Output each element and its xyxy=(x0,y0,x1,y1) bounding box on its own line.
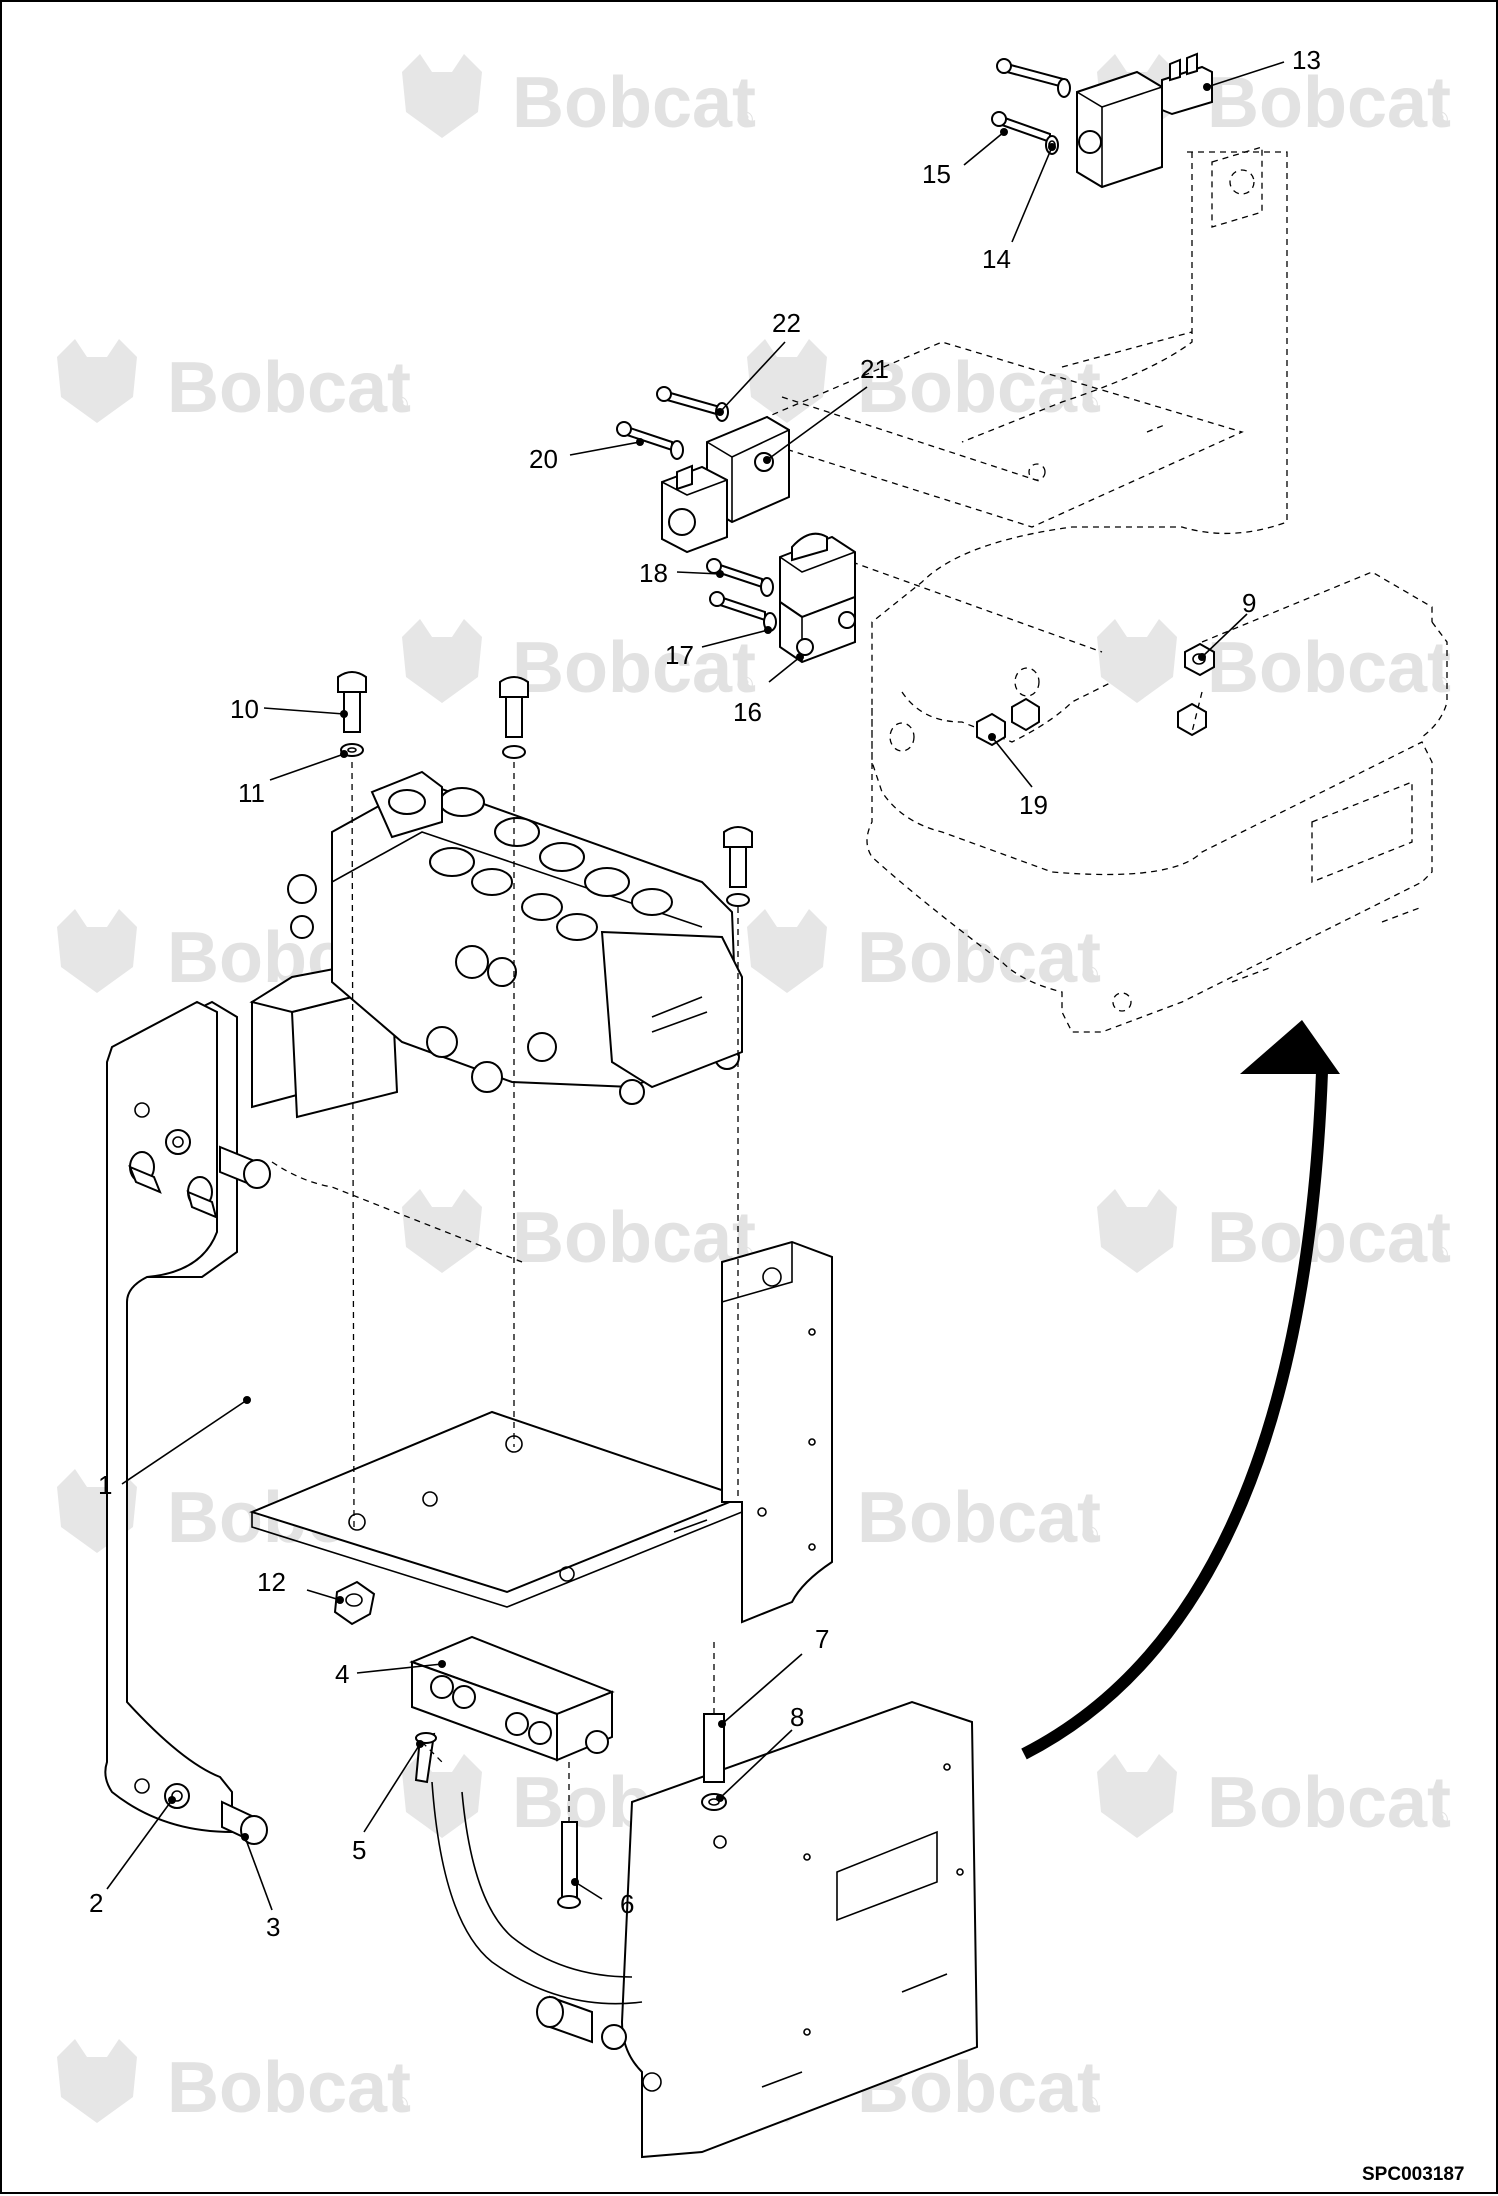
bobcat-watermark: Bobcat® xyxy=(1097,1189,1451,1278)
watermark-registered: ® xyxy=(737,672,753,697)
callout-1: 1 xyxy=(98,1470,112,1500)
watermark-registered: ® xyxy=(1432,107,1448,132)
bobcat-watermark: Bobcat® xyxy=(1097,619,1451,708)
callout-10: 10 xyxy=(230,694,259,724)
callout-8: 8 xyxy=(790,1702,804,1732)
callout-21: 21 xyxy=(860,354,889,384)
watermark-layer: Bobcat®Bobcat®Bobcat®Bobcat®Bobcat®Bobca… xyxy=(57,54,1451,2128)
bobcat-logo-icon xyxy=(402,619,482,703)
callout-labels: 1 2 3 4 5 6 7 8 9 10 11 12 13 14 15 16 1… xyxy=(89,45,1321,1942)
callout-16: 16 xyxy=(733,697,762,727)
bobcat-watermark: Bobcat® xyxy=(747,339,1101,428)
watermark-brand: Bobcat xyxy=(1207,63,1451,143)
watermark-brand: Bobcat xyxy=(512,628,756,708)
valve-mounting-bolts xyxy=(337,671,753,907)
control-valve-assembly xyxy=(249,770,743,1119)
callout-9: 9 xyxy=(1242,588,1256,618)
bobcat-watermark: Bobcat® xyxy=(57,2039,411,2128)
callout-11: 11 xyxy=(238,778,265,808)
bobcat-watermark: Bobcat® xyxy=(1097,1754,1451,1843)
main-frame-bracket xyxy=(104,1000,979,2159)
detail-inset-frame[interactable] xyxy=(730,146,1448,1033)
callout-20: 20 xyxy=(529,444,558,474)
watermark-registered: ® xyxy=(392,2092,408,2117)
callout-19: 19 xyxy=(1019,790,1048,820)
watermark-registered: ® xyxy=(1082,2092,1098,2117)
callout-14: 14 xyxy=(982,244,1011,274)
bobcat-logo-icon xyxy=(57,909,137,993)
leader-lines xyxy=(106,61,1285,1911)
bobcat-logo-icon xyxy=(402,54,482,138)
bobcat-logo-icon xyxy=(402,1754,482,1838)
callout-13: 13 xyxy=(1292,45,1321,75)
watermark-brand: Bobcat xyxy=(857,918,1101,998)
alignment-lines xyxy=(271,761,739,1822)
callout-4: 4 xyxy=(335,1659,349,1689)
bobcat-watermark: Bobcat® xyxy=(747,909,1101,998)
watermark-registered: ® xyxy=(392,392,408,417)
watermark-registered: ® xyxy=(737,107,753,132)
solenoid-valve-13 xyxy=(991,52,1213,189)
callout-5: 5 xyxy=(352,1835,366,1865)
callout-15: 15 xyxy=(922,159,951,189)
bobcat-watermark: Bobcat® xyxy=(402,54,756,143)
bobcat-logo-icon xyxy=(1097,619,1177,703)
watermark-brand: Bobcat xyxy=(1207,1198,1451,1278)
bobcat-logo-icon xyxy=(747,909,827,993)
watermark-brand: Bobcat xyxy=(512,63,756,143)
solenoid-valve-21 xyxy=(616,386,790,554)
bobcat-watermark: Bobcat® xyxy=(402,619,756,708)
bobcat-logo-icon xyxy=(747,339,827,423)
bobcat-logo-icon xyxy=(402,1189,482,1273)
callout-22: 22 xyxy=(772,308,801,338)
watermark-brand: Bobcat xyxy=(512,1198,756,1278)
callout-6: 6 xyxy=(620,1889,634,1919)
document-id: SPC003187 xyxy=(1362,2164,1464,2185)
callout-3: 3 xyxy=(266,1912,280,1942)
watermark-brand: Bobcat xyxy=(857,1478,1101,1558)
watermark-registered: ® xyxy=(1082,1522,1098,1547)
bobcat-watermark: Bobcat® xyxy=(57,339,411,428)
watermark-brand: Bobcat xyxy=(1207,1763,1451,1843)
bobcat-logo-icon xyxy=(1097,1189,1177,1273)
transition-arrow xyxy=(1021,1020,1340,1760)
callout-7: 7 xyxy=(815,1624,829,1654)
callout-12: 12 xyxy=(257,1567,286,1597)
watermark-registered: ® xyxy=(1082,962,1098,987)
watermark-brand: Bobcat xyxy=(1207,628,1451,708)
bobcat-watermark: Bobcat® xyxy=(402,1189,756,1278)
bobcat-logo-icon xyxy=(57,339,137,423)
callout-17: 17 xyxy=(665,640,694,670)
watermark-brand: Bobcat xyxy=(167,2048,411,2128)
watermark-registered: ® xyxy=(1432,672,1448,697)
watermark-brand: Bobcat xyxy=(167,348,411,428)
callout-2: 2 xyxy=(89,1888,103,1918)
watermark-registered: ® xyxy=(1432,1242,1448,1267)
watermark-registered: ® xyxy=(1082,392,1098,417)
bobcat-logo-icon xyxy=(57,2039,137,2123)
bobcat-logo-icon xyxy=(1097,1754,1177,1838)
callout-18: 18 xyxy=(639,558,668,588)
watermark-brand: Bobcat xyxy=(857,348,1101,428)
watermark-registered: ® xyxy=(1432,1807,1448,1832)
